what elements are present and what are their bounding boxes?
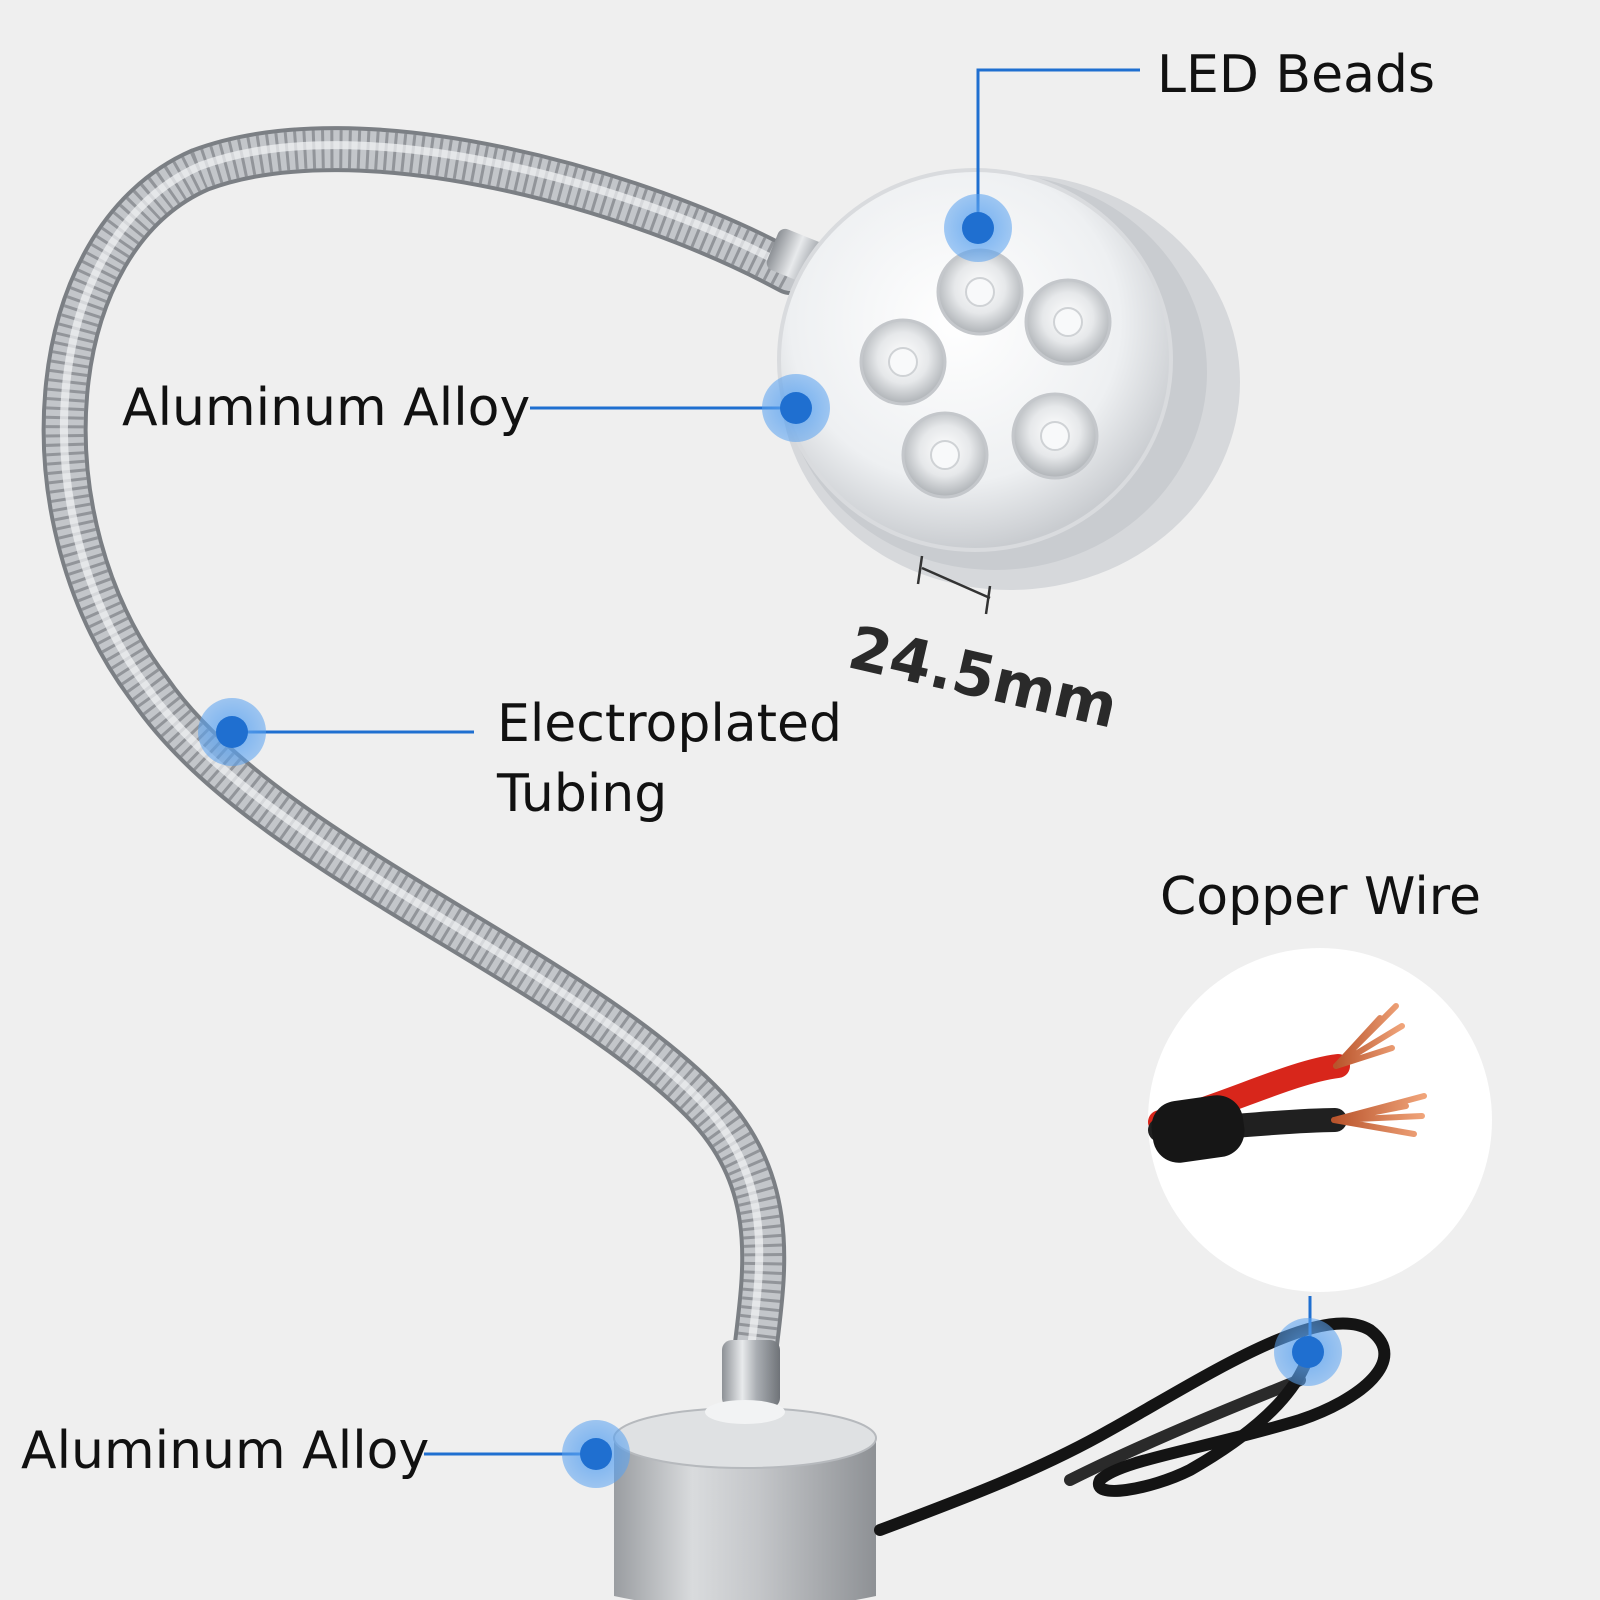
tubing-label-line2: Tubing [497,764,668,824]
copper-wire-inset [1148,948,1492,1340]
tubing-label-line1: Electroplated [497,694,843,754]
led-bead [1024,278,1112,366]
aluminum-alloy-head-label: Aluminum Alloy [122,378,531,438]
power-cable [874,1317,1391,1536]
aluminum-alloy-base-label: Aluminum Alloy [21,1421,430,1481]
callout-aluminum-base [424,1420,630,1488]
callout-aluminum-head [530,374,830,442]
electroplated-tubing-label: Electroplated Tubing [497,689,842,829]
led-bead [1011,392,1099,480]
led-bead [901,411,989,499]
lamp-base [613,1340,877,1600]
copper-wire-label: Copper Wire [1160,867,1481,927]
led-bead [859,318,947,406]
led-beads-label: LED Beads [1157,45,1436,105]
callout-led-beads [944,68,1140,262]
callout-tubing [198,698,474,766]
lamp-head [766,168,1240,590]
gooseneck-tube [41,126,813,1403]
led-bead [936,248,1024,336]
callout-copper-wire [1274,1318,1342,1386]
dimension-bracket [916,555,992,615]
